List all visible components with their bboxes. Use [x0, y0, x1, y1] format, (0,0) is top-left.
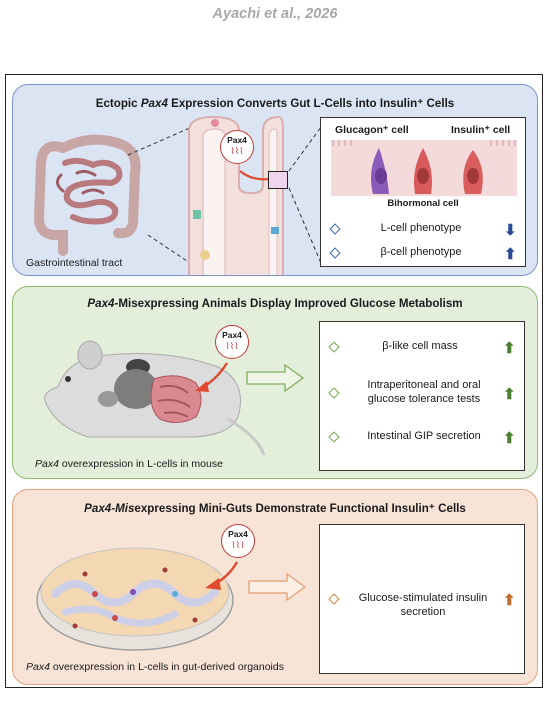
result-label: Intestinal GIP secretion: [367, 430, 481, 442]
cell-phenotype-box: Glucagon⁺ cell Insulin⁺ cell Bihormonal …: [320, 117, 526, 267]
pax4-dna-badge: Pax4 ⌇⌇⌇: [221, 524, 255, 558]
pax4-to-organoid-arrow: [205, 561, 239, 590]
phenotype-label: β-cell phenotype: [380, 246, 462, 258]
secretion-row: Glucose-stimulated insulin secretion ⬆: [320, 591, 524, 621]
figure-frame: [5, 74, 543, 688]
glucagon-cell-label: Glucagon⁺ cell: [335, 125, 409, 136]
phenotype-row-2: β-cell phenotype ⬆: [321, 246, 525, 263]
result-label: Glucose-stimulated insulin secretion: [358, 592, 488, 618]
result-row-1: β-like cell mass ⬆: [320, 340, 524, 357]
bihormonal-cell-label: Bihormonal cell: [387, 198, 459, 209]
panel-mouse: Pax4-Misexpressing Animals Display Impro…: [12, 286, 538, 479]
insulin-secretion-box: Glucose-stimulated insulin secretion ⬆: [319, 524, 525, 674]
dna-icon: ⌇⌇⌇: [225, 341, 239, 351]
cell-illustration: [331, 140, 517, 196]
organoid-dish-illustration: [36, 547, 234, 651]
citation: Ayachi et al., 2026: [212, 6, 338, 22]
result-row-2: Intraperitoneal and oral glucose toleran…: [320, 378, 524, 408]
panel-gut-l-cells: Ectopic Pax4 Expression Converts Gut L-C…: [12, 84, 538, 276]
panel3-caption: Pax4 overexpression in L-cells in gut-de…: [26, 661, 284, 673]
insulin-cell-label: Insulin⁺ cell: [451, 125, 511, 136]
panel1-title: Ectopic Pax4 Expression Converts Gut L-C…: [95, 97, 455, 110]
result-label: Intraperitoneal and oral glucose toleran…: [367, 379, 481, 405]
dna-icon: ⌇⌇⌇: [231, 540, 245, 550]
panel2-caption: Pax4 overexpression in L-cells in mouse: [35, 458, 223, 470]
dna-icon: ⌇⌇⌇: [230, 146, 244, 156]
panel1-caption: Gastrointestinal tract: [26, 257, 123, 269]
diamond-icon: [329, 223, 341, 235]
arrow-up-icon: ⬆: [503, 386, 516, 403]
gastrointestinal-tract-illustration: [33, 134, 141, 256]
pax4-label: Pax4: [227, 135, 247, 145]
intestinal-villus-illustration: [188, 115, 284, 275]
panel3-title: Pax4-Misexpressing Mini-Guts Demonstrate…: [84, 502, 466, 515]
result-label: β-like cell mass: [382, 340, 458, 352]
result-row-3: Intestinal GIP secretion ⬆: [320, 430, 524, 447]
panel-mini-guts: Pax4-Misexpressing Mini-Guts Demonstrate…: [12, 489, 538, 685]
phenotype-row-1: L-cell phenotype ⬇: [321, 222, 525, 239]
diamond-icon: [328, 341, 340, 353]
diamond-icon: [329, 247, 341, 259]
diamond-icon: [328, 593, 340, 605]
pax4-dna-badge: Pax4 ⌇⌇⌇: [220, 130, 254, 164]
mouse-illustration: [44, 340, 266, 456]
arrow-up-icon: ⬆: [503, 340, 516, 357]
panel2-title: Pax4-Misexpressing Animals Display Impro…: [87, 297, 463, 310]
pax4-to-gut-arrow: [195, 362, 229, 392]
arrow-up-icon: ⬆: [503, 430, 516, 447]
result-arrow: [246, 363, 305, 393]
diamond-icon: [328, 431, 340, 443]
diamond-icon: [328, 387, 340, 399]
highlighted-cell-box: [268, 171, 288, 189]
pax4-dna-badge: Pax4 ⌇⌇⌇: [215, 325, 249, 359]
pax4-label: Pax4: [228, 529, 248, 539]
metabolism-results-box: β-like cell mass ⬆ Intraperitoneal and o…: [319, 321, 525, 471]
phenotype-label: L-cell phenotype: [380, 222, 462, 234]
result-arrow: [248, 572, 307, 602]
arrow-up-icon: ⬆: [503, 592, 516, 609]
arrow-up-icon: ⬆: [504, 246, 517, 263]
pax4-label: Pax4: [222, 330, 242, 340]
arrow-down-icon: ⬇: [504, 222, 517, 239]
